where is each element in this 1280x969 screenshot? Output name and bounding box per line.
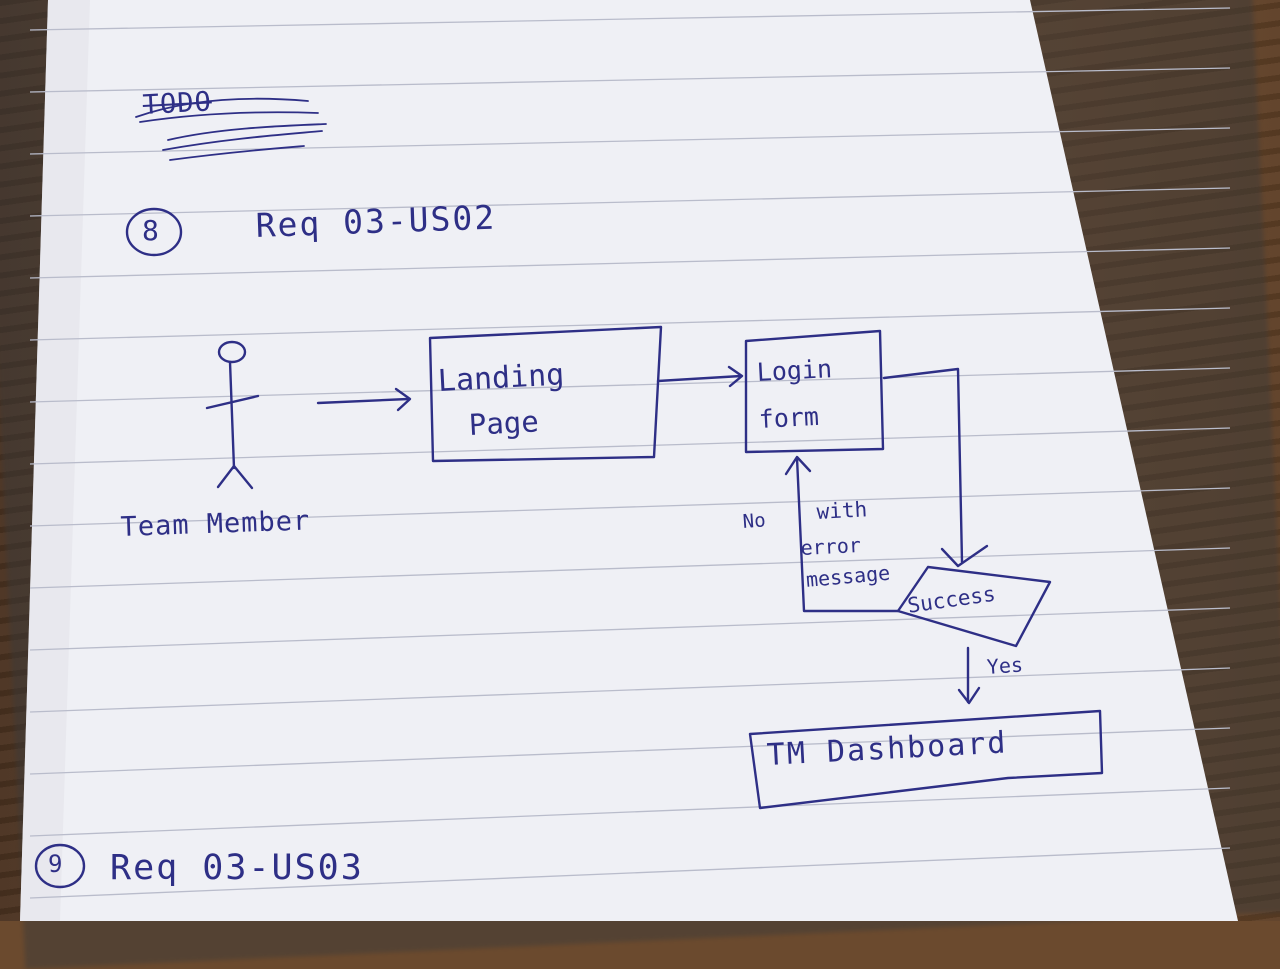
login-form-box	[744, 329, 885, 454]
ruled-line	[29, 367, 1231, 403]
item-9-req: Req 03-US03	[110, 848, 364, 888]
landing-label-line1: Landing	[437, 357, 566, 399]
ruled-line	[29, 127, 1231, 155]
no-label: No	[742, 509, 767, 533]
arrow-login-to-decision	[882, 367, 989, 568]
ruled-line	[29, 187, 1231, 217]
login-label-line1: Login	[756, 354, 833, 387]
ruled-line	[29, 607, 1231, 651]
login-label-line2: form	[758, 401, 820, 434]
item-8-number: 8	[142, 214, 159, 247]
ruled-line	[29, 307, 1231, 341]
item-9-circle	[34, 843, 86, 889]
dashboard-box	[748, 709, 1104, 810]
item-8-circle	[125, 207, 183, 257]
actor-label: Team Member	[120, 505, 311, 543]
item-9-number: 9	[48, 850, 63, 878]
arrow-actor-to-landing	[316, 387, 412, 412]
ruled-line	[29, 427, 1231, 465]
ruled-line	[29, 7, 1231, 31]
landing-label-line2: Page	[468, 404, 540, 442]
strikethrough-scribble	[135, 97, 327, 161]
ruled-line	[29, 487, 1231, 527]
arrow-no-back-to-login	[784, 455, 900, 613]
ruled-line	[29, 727, 1231, 775]
landing-page-box	[428, 325, 663, 463]
ruled-line	[29, 787, 1231, 837]
no-note-line1: with	[816, 497, 868, 524]
no-note-line2: error	[800, 532, 862, 560]
ruled-line	[29, 67, 1231, 93]
ruled-line	[29, 547, 1231, 589]
ruled-line	[29, 847, 1231, 899]
paper-sheet	[20, 0, 1238, 921]
actor-figure	[205, 340, 260, 490]
paper-margin-shade	[20, 0, 90, 921]
ruled-line	[29, 667, 1231, 713]
yes-label: Yes	[986, 652, 1024, 679]
ruled-lines	[29, 7, 1231, 899]
struck-todo-heading: TODO	[142, 86, 213, 121]
arrow-yes-to-dashboard	[957, 646, 981, 705]
notebook-page	[20, 0, 1238, 921]
ruled-line	[29, 247, 1231, 279]
decision-shape	[896, 565, 1052, 648]
arrow-landing-to-login	[656, 365, 744, 388]
